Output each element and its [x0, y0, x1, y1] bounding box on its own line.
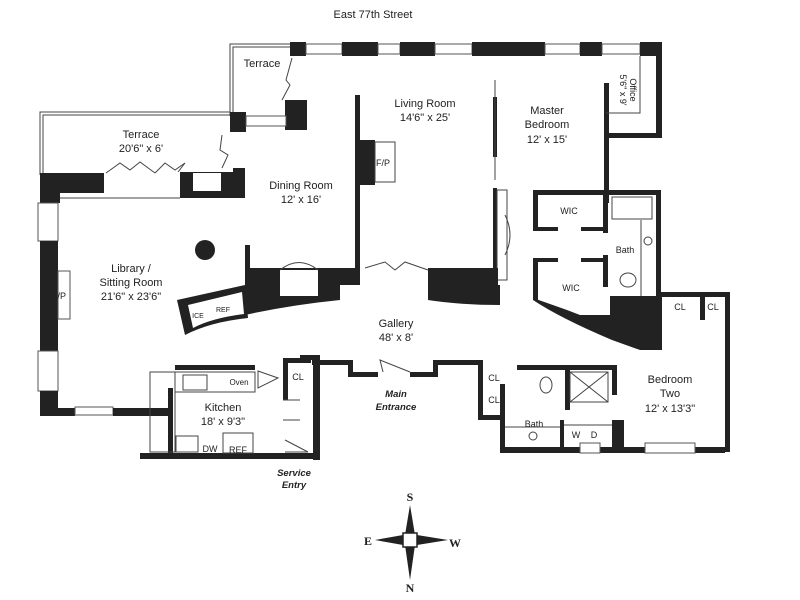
terrace-large-size: 20'6" x 6' [119, 143, 163, 155]
kitchen-size: 18' x 9'3" [201, 416, 245, 428]
compass-east: E [364, 534, 372, 548]
wic-label-1: WIC [560, 206, 578, 216]
office-size: 5'6" x 9' [618, 74, 628, 105]
dining-room-label: Dining Room [269, 180, 333, 192]
ice-label: ICE [192, 313, 204, 320]
library-label-2: Sitting Room [100, 277, 163, 289]
dryer-label: D [591, 430, 598, 440]
gallery-size: 48' x 8' [379, 332, 413, 344]
library-label-1: Library / [111, 263, 152, 275]
master-suite-walls [533, 190, 730, 452]
master-bath-label: Bath [616, 245, 635, 255]
closet-label: CL [488, 373, 500, 383]
fireplace-living-label: F/P [376, 158, 390, 168]
street-label: East 77th Street [334, 9, 413, 21]
compass-west: W [449, 536, 461, 550]
bath-two-label: Bath [525, 419, 544, 429]
terrace-large-label: Terrace [123, 129, 160, 141]
kitchen-ref-label: REF [229, 445, 248, 455]
wic-label-2: WIC [562, 283, 580, 293]
master-bedroom-size: 12' x 15' [527, 134, 567, 146]
washer-label: W [572, 430, 581, 440]
closet-label: CL [292, 372, 304, 382]
closet-label: CL [674, 302, 686, 312]
bar-ref-label: REF [216, 307, 230, 314]
bedroom-two-label-1: Bedroom [648, 374, 693, 386]
library-size: 21'6" x 23'6" [101, 291, 161, 303]
exterior-wall-north [290, 42, 662, 203]
office-label: Office [628, 78, 638, 101]
service-entry-label-1: Service [277, 468, 312, 479]
terrace-railings [39, 43, 290, 175]
oven-label: Oven [229, 378, 248, 387]
exterior-wall-west [37, 202, 168, 416]
master-bedroom-label-1: Master [530, 105, 564, 117]
closet-label: CL [707, 302, 719, 312]
compass-rose-icon [375, 505, 448, 580]
interior-walls [177, 80, 511, 335]
fireplace-library-label: F/P [52, 291, 66, 301]
terrace-small-label: Terrace [244, 58, 281, 70]
south-walls [140, 355, 725, 460]
living-room-label: Living Room [394, 98, 455, 110]
dining-room-size: 12' x 16' [281, 194, 321, 206]
main-entrance-label-2: Entrance [376, 402, 417, 413]
living-room-size: 14'6" x 25' [400, 112, 450, 124]
terrace-walls [40, 57, 307, 203]
gallery-label: Gallery [379, 318, 414, 330]
main-entrance-label-1: Main [385, 389, 407, 400]
dishwasher-label: DW [203, 444, 218, 454]
kitchen-label: Kitchen [205, 402, 242, 414]
service-entry-label-2: Entry [282, 480, 307, 491]
closet-label: CL [488, 395, 500, 405]
compass-north: N [406, 581, 415, 595]
bedroom-two-label-2: Two [660, 388, 680, 400]
compass-south: S [407, 490, 414, 504]
master-bedroom-label-2: Bedroom [525, 119, 570, 131]
column [195, 240, 215, 260]
bedroom-two-size: 12' x 13'3" [645, 403, 695, 415]
